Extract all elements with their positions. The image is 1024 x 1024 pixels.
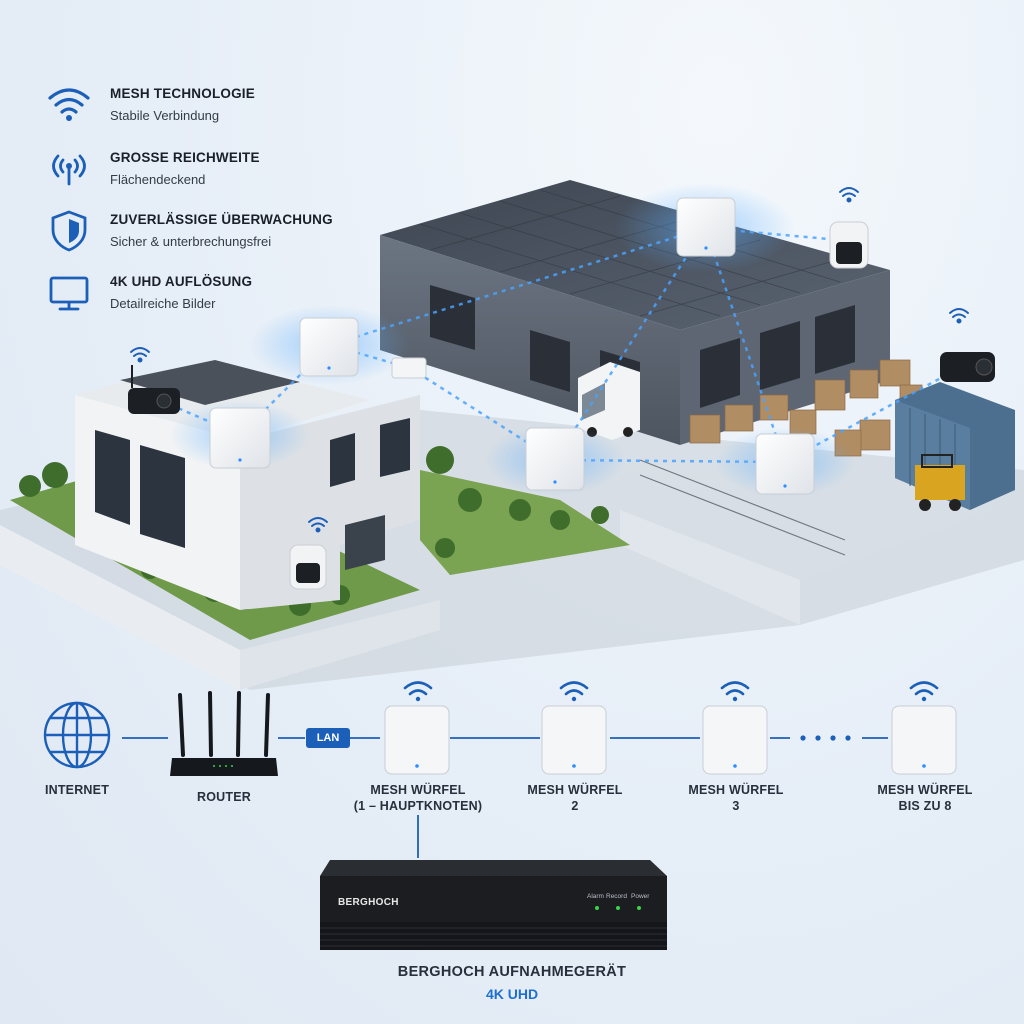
scene-mesh-cube-3 — [209, 407, 271, 469]
node-label-2: MESH WÜRFEL 2 — [505, 783, 645, 813]
feature-mesh: MESH TECHNOLOGIE Stabile Verbindung — [46, 82, 346, 130]
scene-mesh-cube-4 — [525, 427, 585, 491]
node-label-line2: 2 — [571, 799, 579, 813]
globe-icon — [43, 701, 111, 769]
network-diagram — [43, 681, 957, 858]
node-label-line1: MESH WÜRFEL — [370, 783, 466, 797]
node-label-line2: BIS ZU 8 — [898, 799, 952, 813]
campus-illustration — [0, 180, 1024, 690]
indicator-power: Power — [631, 893, 650, 900]
feature-4k: 4K UHD AUFLÖSUNG Detailreiche Bilder — [46, 270, 346, 318]
internet-label: INTERNET — [44, 783, 110, 797]
wifi-icon — [48, 88, 90, 121]
scene-mesh-cube-5 — [755, 433, 815, 495]
forklift — [915, 454, 965, 511]
node-label-line1: MESH WÜRFEL — [877, 783, 973, 797]
shield-icon — [51, 210, 87, 252]
feature-title: ZUVERLÄSSIGE ÜBERWACHUNG — [110, 212, 333, 227]
feature-subtitle: Flächendeckend — [110, 172, 206, 187]
truck — [578, 362, 640, 440]
router-icon — [170, 691, 278, 776]
camera-dome-house — [289, 544, 327, 590]
node-label-8: MESH WÜRFEL BIS ZU 8 — [855, 783, 995, 813]
indicator-alarm: Alarm — [587, 893, 604, 900]
node-label-line1: MESH WÜRFEL — [527, 783, 623, 797]
camera-bullet-warehouse — [940, 352, 995, 382]
feature-range: GROSSE REICHWEITE Flächendeckend — [46, 146, 346, 194]
node-label-line2: 3 — [732, 799, 740, 813]
router-label: ROUTER — [197, 790, 251, 804]
mesh-cube-icon-8 — [891, 705, 957, 775]
feature-title: MESH TECHNOLOGIE — [110, 86, 255, 101]
camera-dome-warehouse — [829, 221, 869, 269]
broadcast-icon — [52, 154, 86, 186]
scene-mesh-cube-2 — [299, 317, 359, 377]
node-label-3: MESH WÜRFEL 3 — [666, 783, 806, 813]
node-label-line1: MESH WÜRFEL — [688, 783, 784, 797]
feature-subtitle: Sicher & unterbrechungsfrei — [110, 234, 272, 249]
feature-title: 4K UHD AUFLÖSUNG — [110, 274, 253, 289]
feature-subtitle: Stabile Verbindung — [110, 108, 220, 123]
wifi-icon — [403, 681, 939, 696]
recorder-subtitle: 4K UHD — [485, 986, 539, 1002]
indicator-record: Record — [606, 893, 627, 900]
mesh-cube-icon-2 — [541, 705, 607, 775]
scene-mesh-cube-1 — [676, 197, 736, 257]
wifi-signal-icons — [130, 187, 969, 533]
feature-title: GROSSE REICHWEITE — [110, 150, 260, 165]
node-label-1: MESH WÜRFEL (1 – HAUPTKNOTEN) — [348, 783, 488, 813]
node-label-line2: (1 – HAUPTKNOTEN) — [353, 799, 483, 813]
scene-router — [391, 357, 427, 379]
more-nodes-dots — [800, 735, 851, 741]
feature-surveillance: ZUVERLÄSSIGE ÜBERWACHUNG Sicher & unterb… — [46, 208, 346, 256]
status-leds — [595, 906, 641, 910]
feature-subtitle: Detailreiche Bilder — [110, 296, 216, 311]
monitor-icon — [49, 276, 89, 311]
recorder-brand: BERGHOCH — [338, 897, 399, 908]
recorder-title: BERGHOCH AUFNAHMEGERÄT — [397, 964, 627, 980]
crates — [689, 359, 923, 457]
camera-bullet-house — [128, 365, 180, 414]
mesh-cube-icon-3 — [702, 705, 768, 775]
lan-badge: LAN — [306, 728, 350, 748]
recorder-device — [320, 860, 667, 950]
